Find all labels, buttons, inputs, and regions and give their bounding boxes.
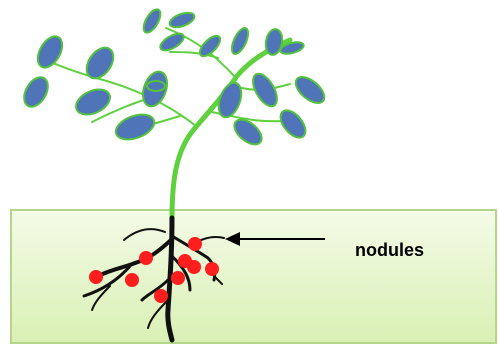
leaf (229, 26, 252, 56)
nodules-label: nodules (355, 240, 424, 260)
main-stem (172, 40, 290, 218)
soil-box (11, 210, 496, 343)
leaf (140, 7, 163, 36)
nodule (187, 260, 201, 274)
leaf (112, 110, 157, 144)
branch-left-long (42, 58, 196, 126)
leaf (291, 72, 329, 108)
plant-leaves (19, 7, 328, 149)
nodule (188, 237, 202, 251)
leaf (19, 73, 52, 111)
nodule (205, 262, 219, 276)
leaf (168, 10, 197, 30)
leaf (276, 106, 310, 142)
nodule (139, 251, 153, 265)
nodule (154, 289, 168, 303)
nodule (89, 270, 103, 284)
leaf (158, 30, 187, 53)
leaf (147, 81, 165, 91)
nodule (171, 271, 185, 285)
nodule (125, 273, 139, 287)
leaf (81, 43, 119, 83)
plant-branches (42, 28, 296, 218)
